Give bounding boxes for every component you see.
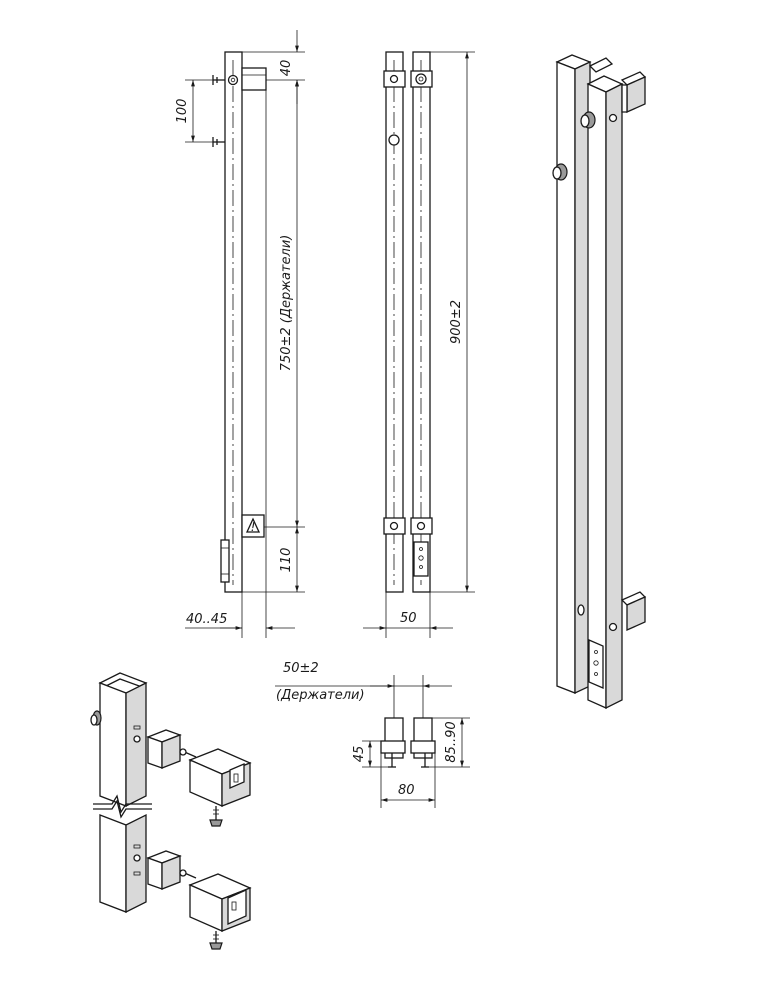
front-view: 900±2 50 xyxy=(363,51,475,638)
side-view: ! 40 100 750±2 (Держатели) 110 40..45 xyxy=(175,30,305,638)
top-holder-screw-icon xyxy=(227,74,239,86)
upper-peg xyxy=(212,75,225,85)
front-view-left-bar xyxy=(385,51,404,593)
side-view-control-box xyxy=(220,539,230,583)
side-view-top-holder xyxy=(241,67,267,91)
dim-top-offset: 40 xyxy=(279,60,294,77)
warning-icon-text: ! xyxy=(251,520,256,534)
dim-holder-spacing: 100 xyxy=(175,99,190,124)
front-screw-icon xyxy=(389,74,399,84)
lower-peg xyxy=(212,137,225,147)
warning-triangle-icon xyxy=(245,517,261,533)
dim-holder-distance: 750±2 (Держатели) xyxy=(279,235,294,372)
exploded-assembly-view xyxy=(90,672,252,950)
dim-holder-width-note: (Держатели) xyxy=(276,688,365,703)
isometric-view xyxy=(552,54,647,710)
iso-control-panel xyxy=(588,639,604,689)
bracket-detail-view: 50±2 (Держатели) 45 85..90 80 xyxy=(275,661,470,808)
dim-bar-width: 50 xyxy=(400,611,417,626)
front-control-panel xyxy=(413,541,429,577)
dim-bracket-width: 80 xyxy=(398,783,415,798)
dim-wall-gap: 40..45 xyxy=(186,612,227,627)
dim-wall-depth: 85..90 xyxy=(444,721,459,762)
front-screw-icon xyxy=(415,73,427,85)
front-view-right-bar xyxy=(412,51,431,593)
dim-total-height: 900±2 xyxy=(449,300,464,344)
dim-bracket-height: 45 xyxy=(352,746,367,763)
dim-holder-width-value: 50±2 xyxy=(283,661,319,676)
front-peg-icon xyxy=(388,134,400,146)
side-view-bar xyxy=(224,51,243,593)
dim-bottom-offset: 110 xyxy=(279,548,294,573)
